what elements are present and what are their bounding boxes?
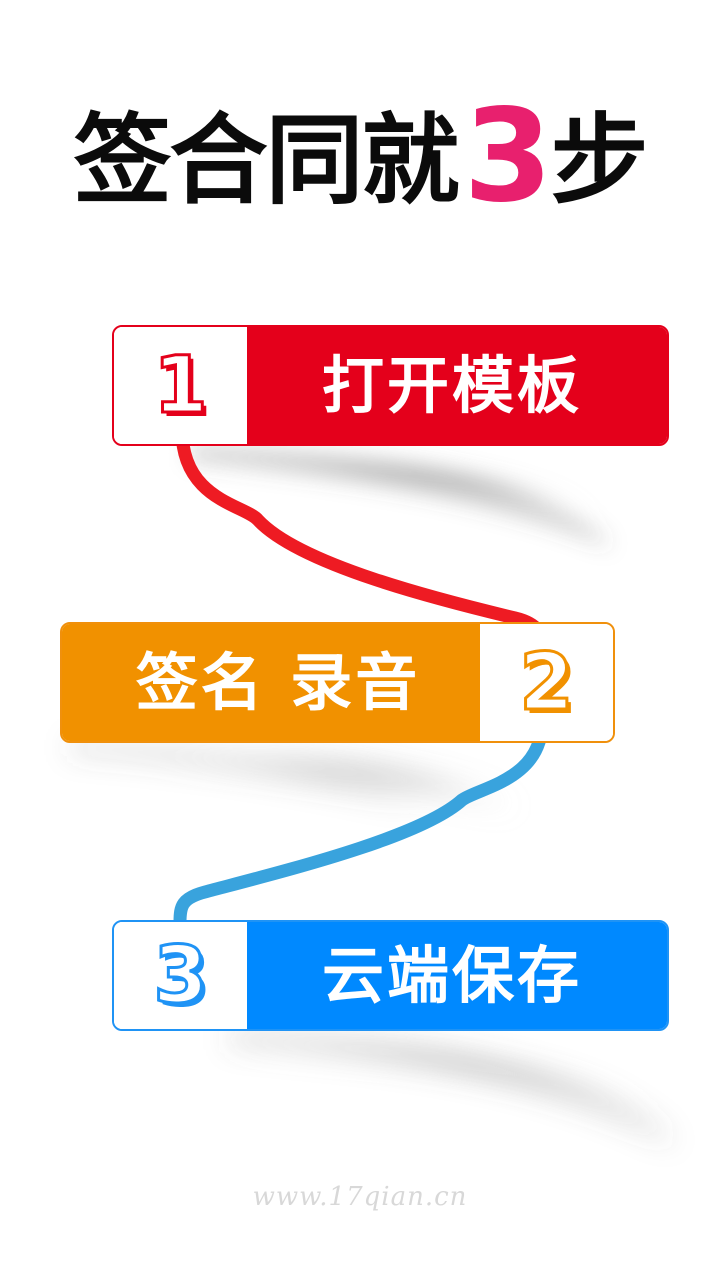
step-card-2[interactable]: 签名 录音 2 xyxy=(60,622,615,743)
step-card-3[interactable]: 3 云端保存 xyxy=(112,920,669,1031)
title-line: 签合同就 3 步 xyxy=(73,87,649,221)
title-step-count: 3 xyxy=(463,82,552,231)
step-3-label: 云端保存 xyxy=(321,938,582,1012)
connector-1-to-2 xyxy=(175,423,550,655)
connector-2-to-3 xyxy=(173,715,549,929)
step-1-panel: 打开模板 xyxy=(247,327,667,444)
step-2-number-box: 2 xyxy=(480,624,613,741)
step-card-1[interactable]: 1 打开模板 xyxy=(112,325,669,446)
shadow-step-3 xyxy=(150,1030,680,1146)
step-1-number-box: 1 xyxy=(114,327,247,444)
step-2-label: 签名 录音 xyxy=(135,645,421,719)
step-2-panel: 签名 录音 xyxy=(62,624,480,741)
step-3-number: 3 xyxy=(152,930,209,1021)
step-1-number: 1 xyxy=(152,340,209,431)
footer-watermark: www.17qian.cn xyxy=(252,1182,468,1212)
shadow-step-2 xyxy=(70,742,560,830)
step-3-number-box: 3 xyxy=(114,922,247,1029)
step-3-panel: 云端保存 xyxy=(247,922,667,1029)
page-title: 签合同就 3 步 xyxy=(0,86,720,221)
title-prefix: 签合同就 xyxy=(73,104,459,218)
shadow-step-1 xyxy=(150,444,630,548)
title-suffix: 步 xyxy=(550,104,649,218)
step-2-number: 2 xyxy=(518,637,575,728)
step-1-label: 打开模板 xyxy=(321,348,582,422)
